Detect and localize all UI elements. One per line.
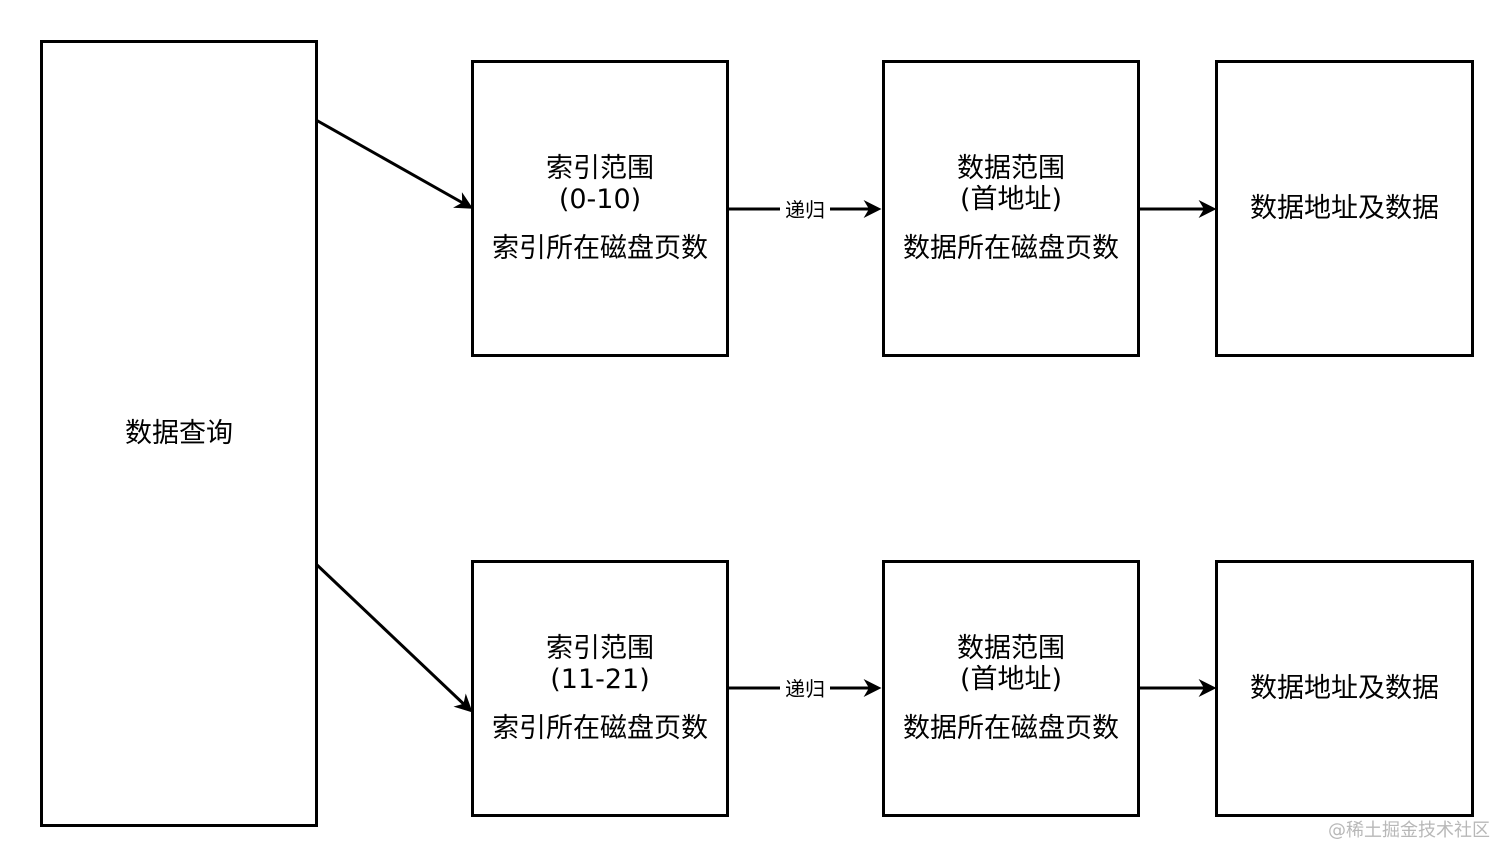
arrow-query-to-index-1 xyxy=(315,118,474,209)
query-box: 数据查询 xyxy=(40,40,318,827)
result-box-2: 数据地址及数据 xyxy=(1215,560,1474,817)
result-box-1: 数据地址及数据 xyxy=(1215,60,1474,357)
data-detail-2: 数据所在磁盘页数 xyxy=(903,713,1119,745)
index-range-1: (0-10) xyxy=(558,183,642,215)
data-title-1: 数据范围 xyxy=(957,152,1065,184)
index-detail-1: 索引所在磁盘页数 xyxy=(492,233,708,265)
query-box-label: 数据查询 xyxy=(125,417,233,449)
edge-label-recursion-1: 递归 xyxy=(785,198,825,222)
data-box-content-1: 数据范围 (首地址) 数据所在磁盘页数 xyxy=(903,153,1119,264)
data-box-content-2: 数据范围 (首地址) 数据所在磁盘页数 xyxy=(903,633,1119,744)
index-box-content-1: 索引范围 (0-10) 索引所在磁盘页数 xyxy=(492,153,708,264)
index-title-2: 索引范围 xyxy=(546,632,654,664)
data-subtitle-1: (首地址) xyxy=(959,183,1063,215)
result-label-2: 数据地址及数据 xyxy=(1250,672,1439,704)
arrow-query-to-index-2 xyxy=(314,562,473,713)
index-box-1: 索引范围 (0-10) 索引所在磁盘页数 xyxy=(471,60,729,357)
edge-label-bg-2 xyxy=(780,675,830,701)
edge-label-bg-1 xyxy=(780,196,830,222)
data-box-2: 数据范围 (首地址) 数据所在磁盘页数 xyxy=(882,560,1140,817)
edge-label-recursion-2: 递归 xyxy=(785,677,825,701)
index-box-content-2: 索引范围 (11-21) 索引所在磁盘页数 xyxy=(492,633,708,744)
watermark: @稀土掘金技术社区 xyxy=(1328,820,1490,841)
result-label-1: 数据地址及数据 xyxy=(1250,192,1439,224)
index-range-2: (11-21) xyxy=(550,663,650,695)
data-subtitle-2: (首地址) xyxy=(959,663,1063,695)
index-title-1: 索引范围 xyxy=(546,152,654,184)
index-detail-2: 索引所在磁盘页数 xyxy=(492,713,708,745)
data-detail-1: 数据所在磁盘页数 xyxy=(903,233,1119,265)
index-box-2: 索引范围 (11-21) 索引所在磁盘页数 xyxy=(471,560,729,817)
data-box-1: 数据范围 (首地址) 数据所在磁盘页数 xyxy=(882,60,1140,357)
data-title-2: 数据范围 xyxy=(957,632,1065,664)
